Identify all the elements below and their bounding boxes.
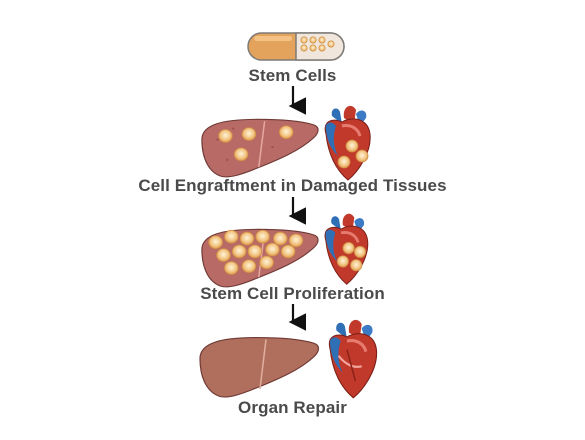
liver-icon — [199, 337, 320, 398]
step-label: Organ Repair — [238, 398, 347, 417]
heart-icon — [323, 104, 372, 182]
step-label: Stem Cell Proliferation — [200, 284, 385, 303]
capsule-icon — [247, 32, 345, 61]
step-label: Cell Engraftment in Damaged Tissues — [138, 176, 447, 195]
heart-icon — [327, 318, 379, 400]
step-label: Stem Cells — [248, 66, 337, 85]
liver-icon — [201, 118, 319, 178]
liver-icon — [201, 228, 319, 288]
heart-icon — [323, 212, 370, 286]
